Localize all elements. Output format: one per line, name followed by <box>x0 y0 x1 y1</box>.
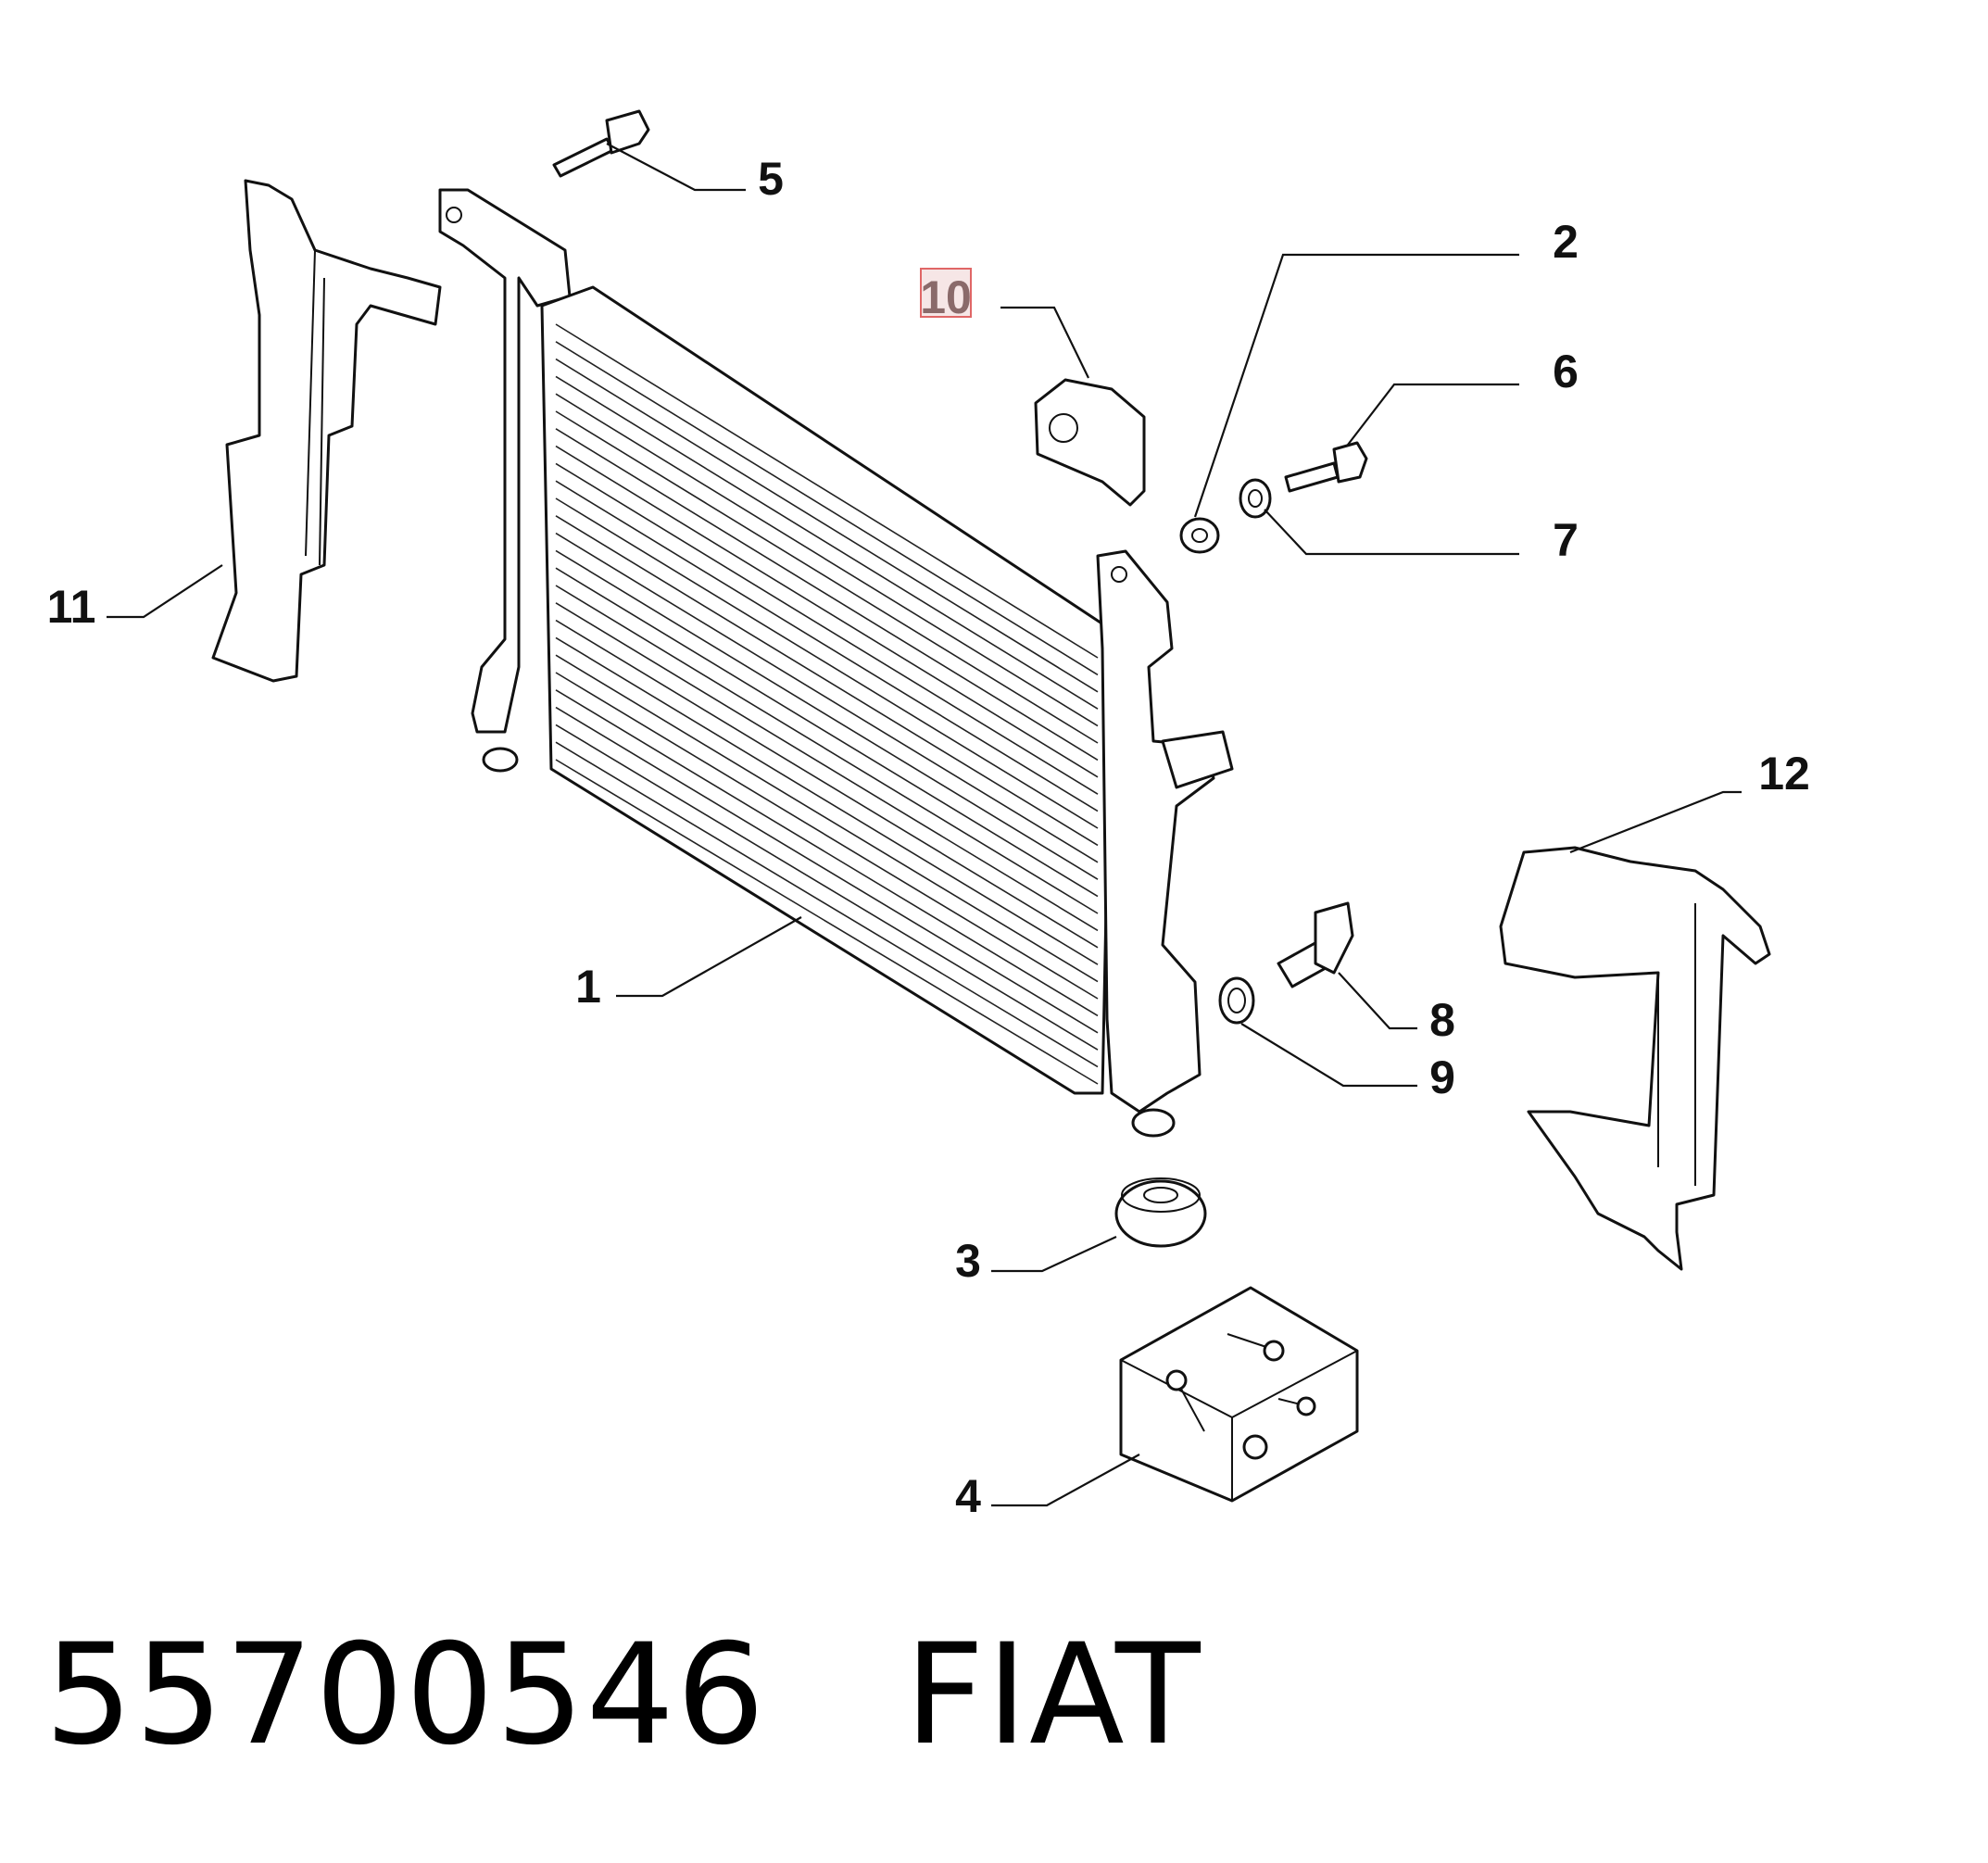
right-air-duct-part-12 <box>1499 846 1771 1271</box>
highlight-box-10 <box>920 268 972 318</box>
radiator-part <box>438 188 1234 1138</box>
callout-10[interactable]: 10 <box>920 271 972 323</box>
callout-1[interactable]: 1 <box>575 961 601 1013</box>
callout-8[interactable]: 8 <box>1429 994 1455 1046</box>
fin-line <box>555 428 1099 762</box>
callout-labels: 1 2 3 4 5 6 7 8 9 10 11 12 <box>47 153 1810 1522</box>
fin-line <box>555 323 1099 659</box>
left-air-duct-part-11 <box>211 179 442 683</box>
fin-line <box>555 549 1099 880</box>
bolt-part-5 <box>552 109 650 178</box>
fin-line <box>555 462 1099 795</box>
fin-line <box>555 619 1099 949</box>
fin-line <box>555 393 1099 727</box>
callout-3[interactable]: 3 <box>955 1235 981 1287</box>
seal-ring-part-9 <box>1218 976 1255 1025</box>
fin-line <box>555 741 1099 1068</box>
callout-4[interactable]: 4 <box>955 1470 981 1522</box>
bracket-part-10 <box>1034 378 1146 507</box>
fin-line <box>555 706 1099 1034</box>
fin-line <box>555 654 1099 983</box>
fin-line <box>555 358 1099 693</box>
callout-12[interactable]: 12 <box>1758 748 1810 799</box>
callout-6[interactable]: 6 <box>1553 346 1579 397</box>
fin-line <box>555 585 1099 914</box>
fin-line <box>555 689 1099 1017</box>
fin-line <box>555 480 1099 812</box>
brand-name: FIAT <box>904 1615 1202 1776</box>
fin-line <box>555 341 1099 676</box>
radiator-fins <box>555 323 1099 1085</box>
callout-11[interactable]: 11 <box>47 581 96 633</box>
fin-line <box>555 672 1099 1000</box>
fin-line <box>555 602 1099 932</box>
fin-line <box>555 410 1099 744</box>
mount-bush-part-3 <box>1114 1177 1207 1248</box>
part-number: 55700546 <box>44 1615 767 1776</box>
fin-line <box>555 375 1099 710</box>
fin-line <box>555 515 1099 847</box>
fin-line <box>555 497 1099 829</box>
leader-lines <box>107 143 1742 1507</box>
callout-7[interactable]: 7 <box>1553 514 1579 566</box>
fin-line <box>555 532 1099 863</box>
fin-line <box>555 759 1099 1085</box>
drain-plug-part-8 <box>1277 901 1354 988</box>
fin-line <box>555 445 1099 778</box>
fin-line <box>555 636 1099 965</box>
callout-9[interactable]: 9 <box>1429 1051 1455 1103</box>
bolt-part-6 <box>1284 441 1368 493</box>
callout-5[interactable]: 5 <box>758 153 784 205</box>
fin-line <box>555 567 1099 898</box>
part-caption: 55700546 FIAT <box>44 1626 1202 1765</box>
fin-line <box>555 724 1099 1051</box>
washer-part-7 <box>1239 478 1272 519</box>
fastener-kit-part-4 <box>1119 1286 1359 1503</box>
grommet-part-2 <box>1179 517 1220 554</box>
callout-2[interactable]: 2 <box>1553 216 1579 268</box>
